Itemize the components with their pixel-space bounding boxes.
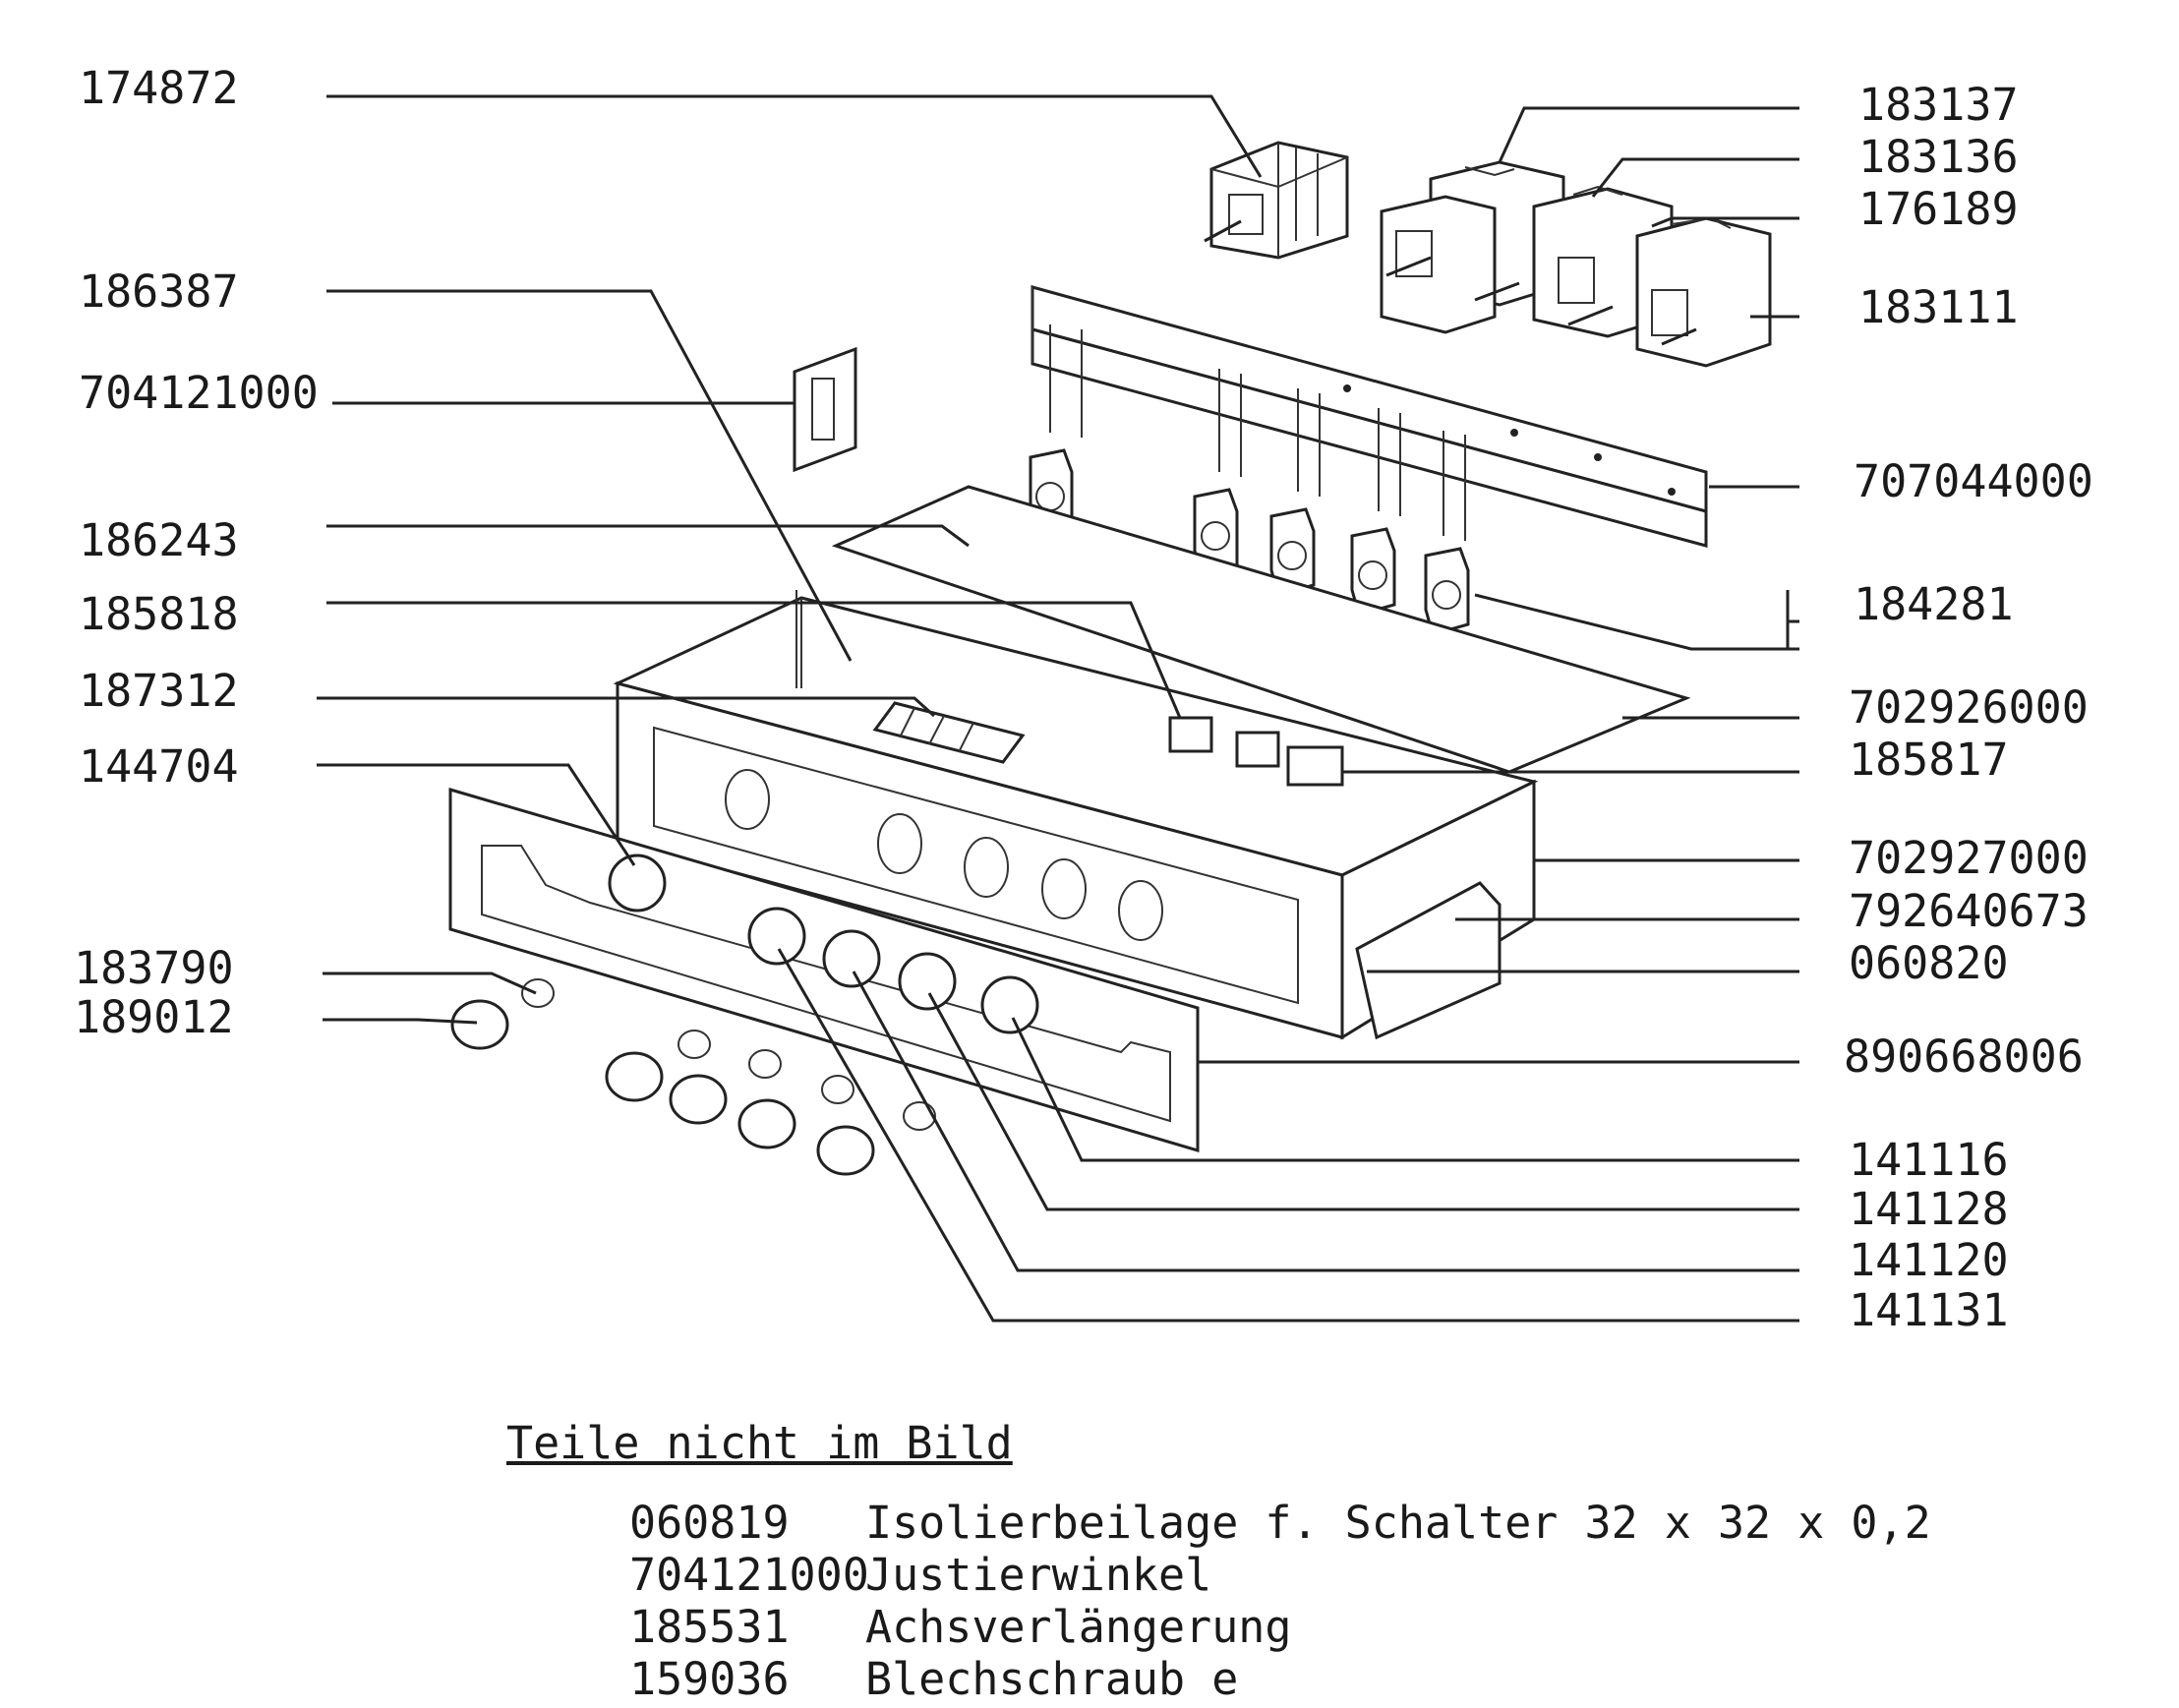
label-186387: 186387 — [79, 265, 239, 318]
labels-right: 183137 183136 176189 183111 707044000 18… — [1844, 79, 2093, 1336]
note-code: 060819 — [629, 1497, 790, 1549]
label-184281: 184281 — [1854, 578, 2014, 630]
label-183790: 183790 — [74, 942, 234, 994]
label-141128: 141128 — [1849, 1183, 2009, 1235]
label-704121000: 704121000 — [79, 367, 319, 419]
label-176189: 176189 — [1858, 183, 2019, 235]
notes-title: Teile nicht im Bild — [506, 1417, 1013, 1469]
label-189012: 189012 — [74, 991, 234, 1043]
label-141120: 141120 — [1849, 1234, 2009, 1286]
label-141116: 141116 — [1849, 1134, 2009, 1186]
tray-702926000 — [831, 485, 1691, 774]
label-183137: 183137 — [1858, 79, 2019, 131]
label-186243: 186243 — [79, 514, 239, 566]
label-702927000: 702927000 — [1849, 832, 2089, 884]
label-185817: 185817 — [1849, 734, 2009, 786]
label-187312: 187312 — [79, 665, 239, 717]
note-item: 185531 Achsverlängerung — [629, 1601, 2139, 1653]
caps-189012 — [450, 999, 875, 1176]
note-code: 159036 — [629, 1653, 790, 1705]
label-183111: 183111 — [1858, 281, 2019, 333]
labels-left: 174872 186387 704121000 186243 185818 18… — [74, 62, 319, 1043]
adjusting-angle-704121000 — [793, 346, 857, 473]
note-desc: Justierwinkel — [865, 1549, 1212, 1601]
label-060820: 060820 — [1849, 937, 2009, 989]
label-141131: 141131 — [1849, 1284, 2009, 1336]
note-item: 704121000Justierwinkel — [629, 1549, 2139, 1601]
label-185818: 185818 — [79, 588, 239, 640]
label-890668006: 890668006 — [1844, 1031, 2084, 1083]
label-174872: 174872 — [79, 62, 239, 114]
note-desc: Isolierbeilage f. Schalter 32 x 32 x 0,2 — [865, 1497, 1931, 1549]
note-desc: Blechschraub e — [865, 1653, 1239, 1705]
switch-block-174872 — [1204, 141, 1349, 260]
knobs-front — [608, 854, 1039, 1034]
note-code: 185531 — [629, 1601, 790, 1653]
label-702926000: 702926000 — [1849, 681, 2089, 734]
note-code: 704121000 — [629, 1549, 869, 1601]
label-183136: 183136 — [1858, 131, 2019, 183]
connectors — [872, 701, 1344, 787]
part-drawings — [448, 141, 1772, 1176]
label-144704: 144704 — [79, 740, 239, 793]
switch-rail-707044000 — [1031, 285, 1708, 548]
note-item: 060819 Isolierbeilage f. Schalter 32 x 32… — [629, 1497, 2139, 1549]
leader-lines — [317, 94, 1799, 1323]
label-792640673: 792640673 — [1849, 885, 2089, 937]
label-707044000: 707044000 — [1854, 455, 2093, 507]
note-item: 159036 Blechschraub e — [629, 1653, 2139, 1705]
housing-702927000 — [613, 590, 1539, 1040]
note-desc: Achsverlängerung — [865, 1601, 1292, 1653]
springs-183790 — [521, 978, 936, 1131]
switch-cluster-top-right — [1380, 160, 1772, 368]
parts-not-shown: Teile nicht im Bild 060819 Isolierbeilage… — [506, 1416, 2139, 1705]
